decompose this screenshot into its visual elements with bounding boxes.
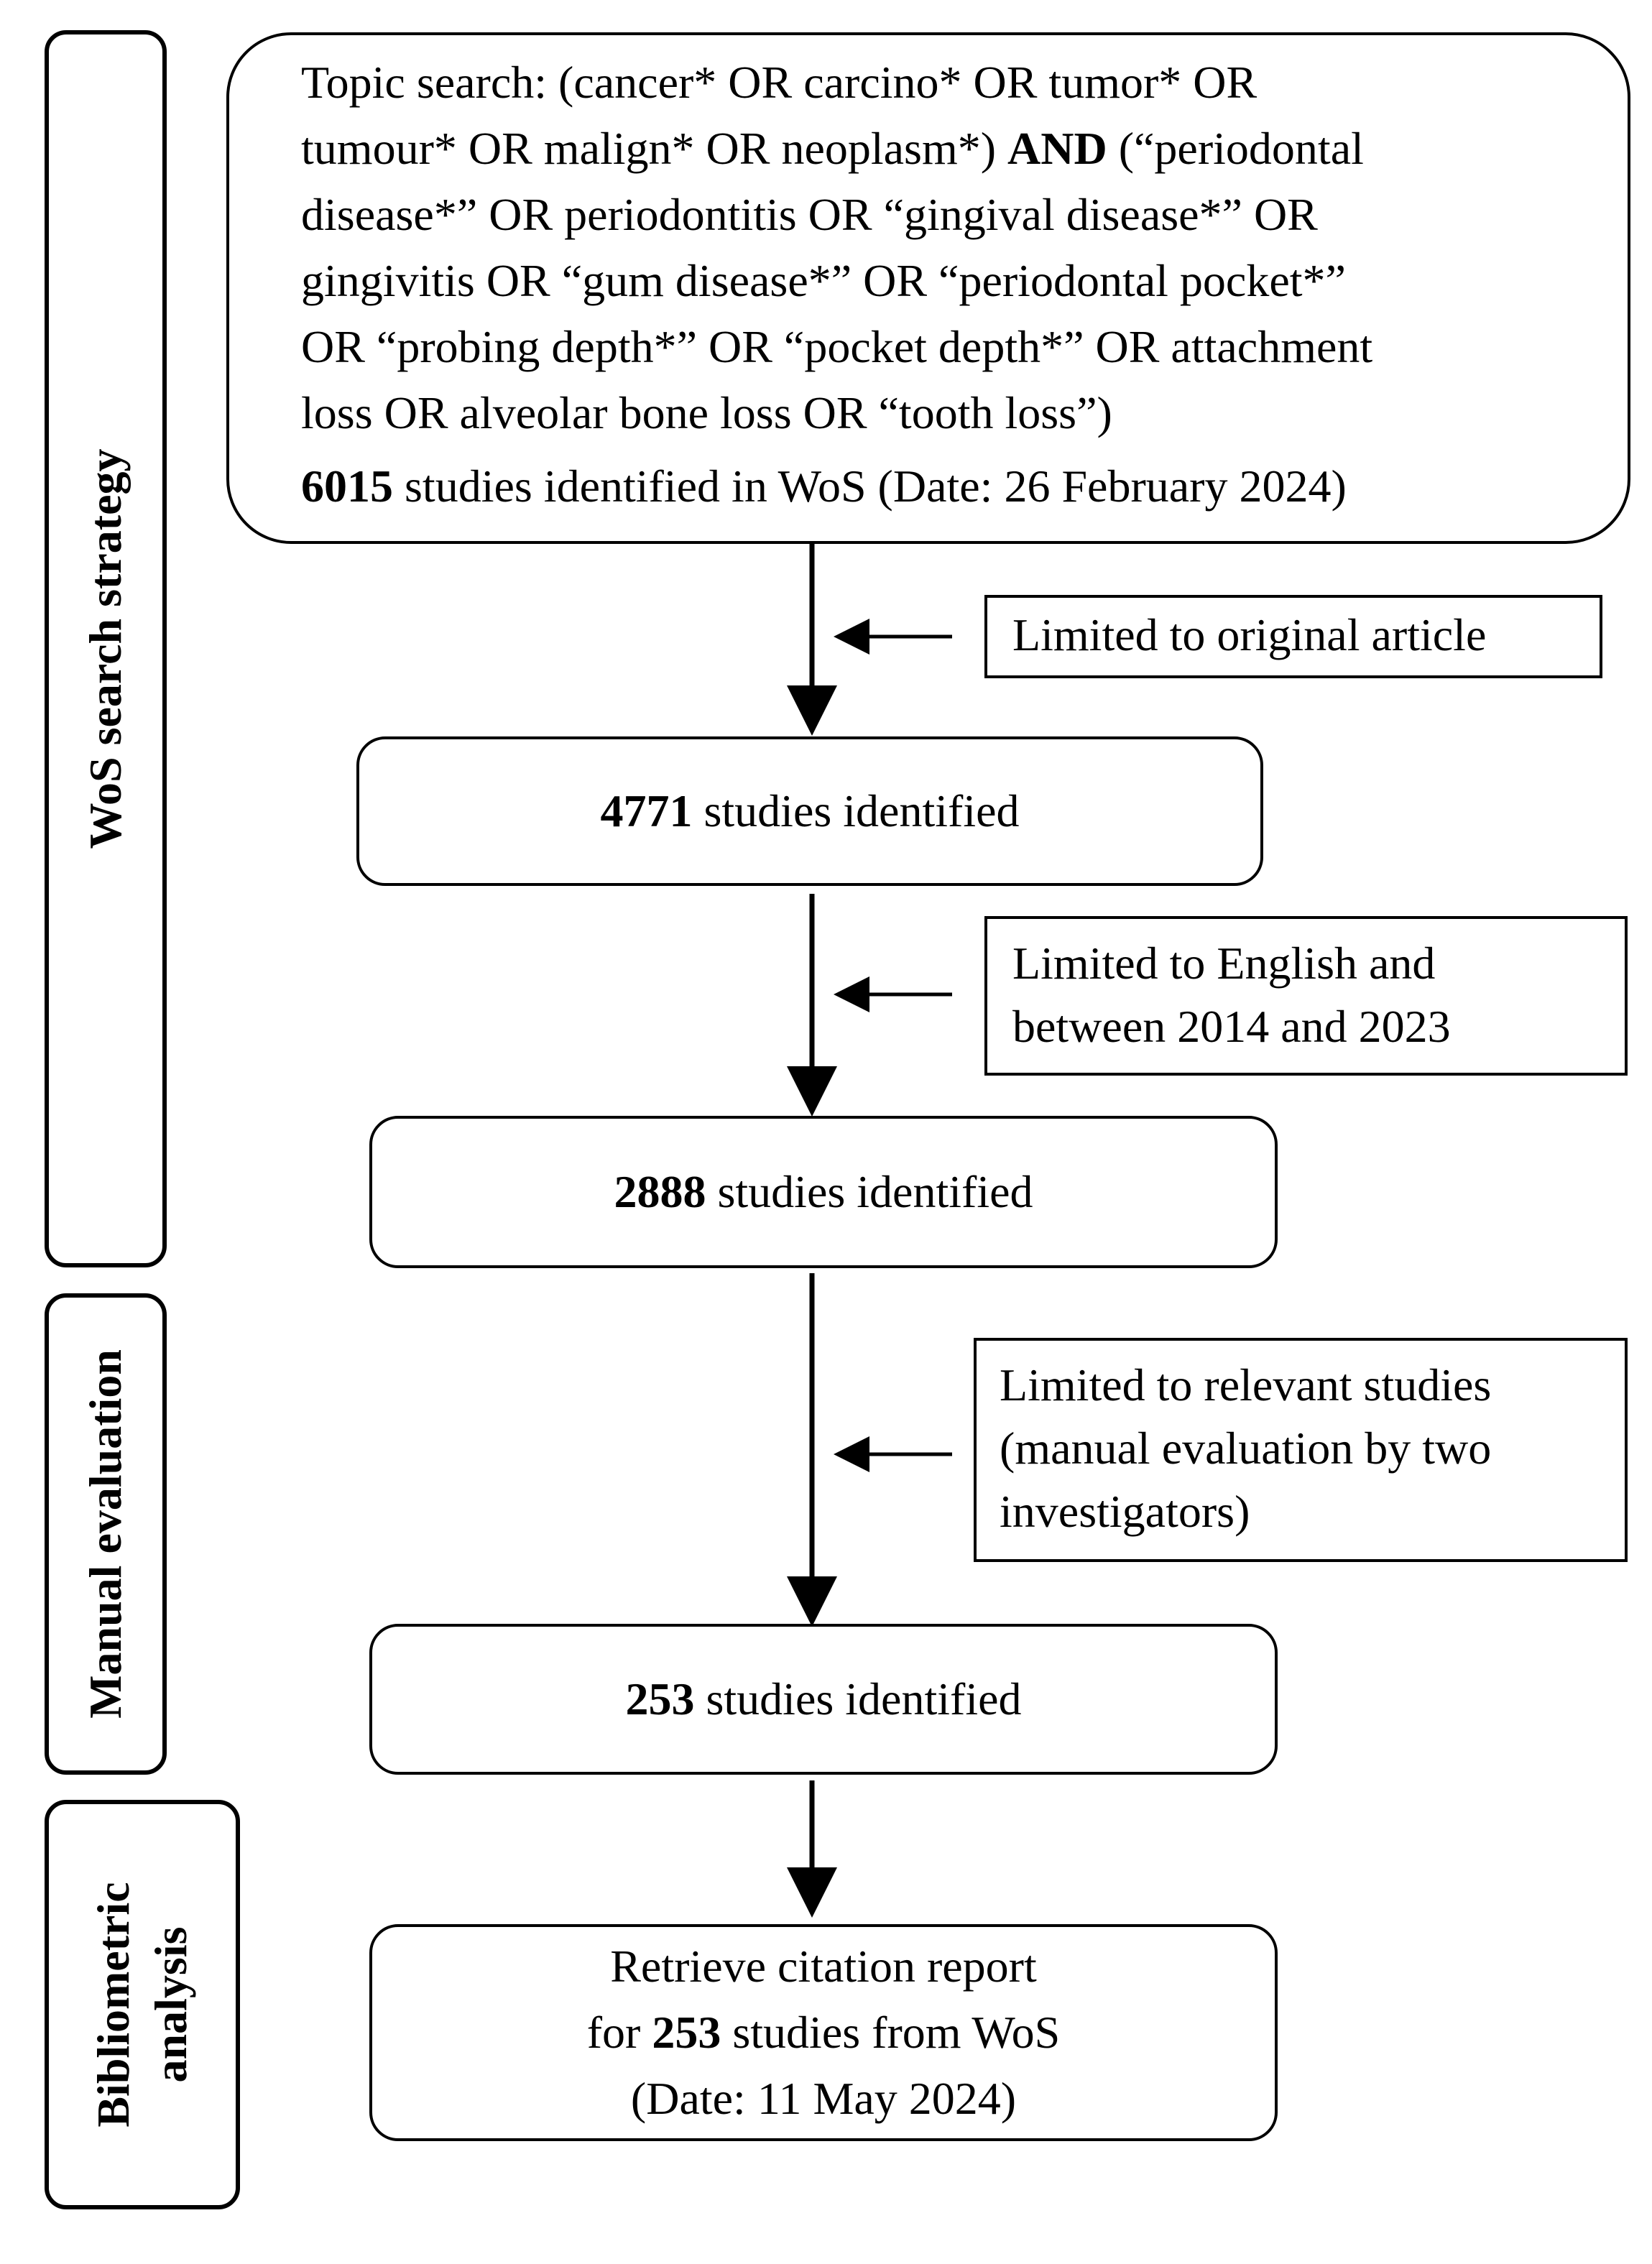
citation-report-text: Retrieve citation report for 253 studies… <box>372 1933 1275 2132</box>
section-label-biblio-line1: Bibliometric <box>88 1882 139 2127</box>
section-bibliometric-analysis: Bibliometric analysis <box>45 1800 240 2209</box>
filter-relevant-studies: Limited to relevant studies (manual eval… <box>974 1338 1628 1562</box>
query-result-line: 6015 studies identified in WoS (Date: 26… <box>301 453 1599 519</box>
result-box-4771: 4771 studies identified <box>356 736 1263 886</box>
filter-3-text: Limited to relevant studies (manual eval… <box>1000 1354 1491 1543</box>
query-line-2c: (“periodontal <box>1118 123 1364 174</box>
section-manual-evaluation: Manual evaluation <box>45 1293 167 1775</box>
query-line-3: disease*” OR periodontitis OR “gingival … <box>301 189 1318 240</box>
filter-english-years: Limited to English and between 2014 and … <box>984 916 1628 1076</box>
query-text: Topic search: (cancer* OR carcino* OR tu… <box>301 50 1599 519</box>
section-label-search: WoS search strategy <box>80 448 131 849</box>
filter-2-line-2: between 2014 and 2023 <box>1012 1001 1451 1052</box>
citation-report-count: 253 <box>652 2007 721 2058</box>
result-4771-label: studies identified <box>703 785 1020 836</box>
query-result-text: studies identified in WoS (Date: 26 Febr… <box>405 461 1347 512</box>
section-label-biblio: Bibliometric analysis <box>85 1882 200 2127</box>
result-253-label: studies identified <box>706 1673 1022 1724</box>
citation-report-line-3: (Date: 11 May 2024) <box>630 2073 1017 2124</box>
citation-report-line-2a: for <box>586 2007 641 2058</box>
query-and-operator: AND <box>1007 123 1107 174</box>
section-label-manual: Manual evaluation <box>80 1349 131 1719</box>
result-2888-label: studies identified <box>717 1166 1033 1217</box>
filter-3-line-3: investigators) <box>1000 1486 1250 1537</box>
query-line-4: gingivitis OR “gum disease*” OR “periodo… <box>301 255 1346 306</box>
result-2888-text: 2888 studies identified <box>372 1159 1275 1225</box>
filter-2-line-1: Limited to English and <box>1012 938 1436 989</box>
result-253-count: 253 <box>625 1673 695 1724</box>
filter-3-line-1: Limited to relevant studies <box>1000 1359 1492 1410</box>
result-253-text: 253 studies identified <box>372 1666 1275 1732</box>
citation-report-box: Retrieve citation report for 253 studies… <box>369 1924 1278 2141</box>
query-line-2a: tumour* OR malign* OR neoplasm*) <box>301 123 997 174</box>
result-box-2888: 2888 studies identified <box>369 1116 1278 1268</box>
citation-report-line-2b: studies from WoS <box>732 2007 1061 2058</box>
query-line-1: Topic search: (cancer* OR carcino* OR tu… <box>301 57 1258 108</box>
filter-1-text: Limited to original article <box>1012 609 1487 660</box>
query-line-2: tumour* OR malign* OR neoplasm*) AND (“p… <box>301 116 1599 182</box>
result-box-253: 253 studies identified <box>369 1624 1278 1775</box>
query-line-5: OR “probing depth*” OR “pocket depth*” O… <box>301 321 1373 372</box>
filter-3-line-2: (manual evaluation by two <box>1000 1423 1492 1474</box>
query-count: 6015 <box>301 461 393 512</box>
filter-original-article: Limited to original article <box>984 595 1602 678</box>
result-4771-count: 4771 <box>600 785 693 836</box>
query-box: Topic search: (cancer* OR carcino* OR tu… <box>226 32 1630 544</box>
query-line-6: loss OR alveolar bone loss OR “tooth los… <box>301 387 1112 438</box>
result-4771-text: 4771 studies identified <box>359 778 1260 844</box>
section-label-biblio-line2: analysis <box>145 1926 196 2083</box>
filter-2-text: Limited to English and between 2014 and … <box>1012 932 1451 1058</box>
section-wos-search-strategy: WoS search strategy <box>45 30 167 1267</box>
citation-report-line-1: Retrieve citation report <box>610 1941 1037 1992</box>
citation-report-line-2: for 253 studies from WoS <box>372 2000 1275 2066</box>
result-2888-count: 2888 <box>614 1166 706 1217</box>
